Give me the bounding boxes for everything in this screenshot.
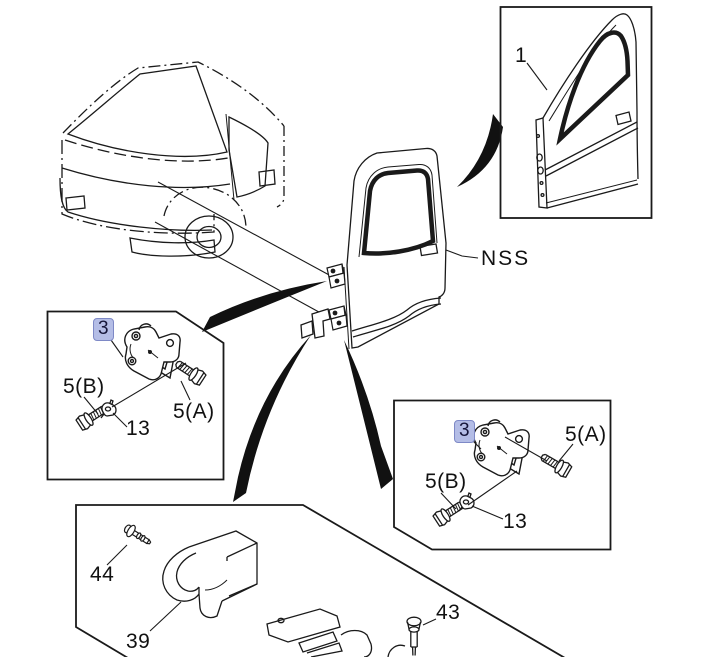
door-upper-hinge	[326, 263, 346, 289]
nut-13-left	[100, 399, 117, 419]
detail-box-door	[499, 6, 653, 219]
bolt-5a-left	[171, 356, 208, 388]
part-label-39[interactable]: 39	[126, 630, 151, 653]
part-label-5b-left[interactable]: 5(B)	[63, 375, 105, 398]
part-label-43[interactable]: 43	[436, 601, 461, 624]
detail-box-bottom	[75, 504, 566, 657]
arrow-to-bottom-box	[233, 335, 311, 502]
main-door-drawing	[300, 147, 479, 350]
bracket-39-drawing	[162, 530, 258, 619]
part-label-13-right[interactable]: 13	[503, 510, 528, 533]
bolt-5a-right	[537, 449, 574, 480]
part-label-door-1[interactable]: 1	[515, 44, 528, 67]
swoosh-arrows	[202, 114, 503, 502]
part-label-5b-right[interactable]: 5(B)	[425, 470, 467, 493]
bottom-bracket-drawing	[266, 608, 406, 657]
part-label-3-right[interactable]: 3	[454, 420, 476, 443]
door-check-bracket	[300, 308, 331, 339]
detail-box-right-hinge	[393, 399, 612, 551]
part-label-13-left[interactable]: 13	[126, 417, 151, 440]
part-label-44[interactable]: 44	[90, 563, 115, 586]
part-label-5a-right[interactable]: 5(A)	[565, 423, 607, 446]
screw-44-drawing	[121, 521, 155, 549]
arrow-to-right-box	[344, 340, 393, 489]
nss-label: NSS	[481, 247, 531, 270]
door-lower-hinge	[328, 305, 348, 331]
projection-lines	[154, 181, 332, 318]
detail-box-left-hinge	[46, 310, 225, 481]
part-label-3-left[interactable]: 3	[93, 318, 115, 341]
truck-cab-drawing	[59, 61, 285, 259]
pin-43-drawing	[406, 616, 437, 656]
arrow-to-box1	[457, 114, 503, 187]
part-label-5a-left[interactable]: 5(A)	[173, 400, 215, 423]
